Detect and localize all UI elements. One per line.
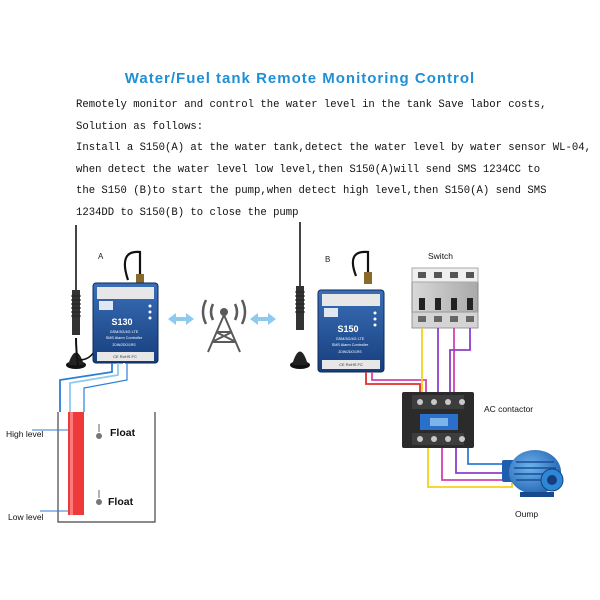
description-line: Solution as follows: <box>76 120 204 133</box>
pump-label: Oump <box>515 509 538 519</box>
contactor-icon: AC contactor <box>402 392 533 448</box>
high-level-label: High level <box>6 429 43 439</box>
device-a: S130 GSM/3G/4G LTE SMS Alarm Controller … <box>66 225 159 369</box>
water-tank: Float Float High level Low level <box>6 363 156 523</box>
contactor-label: AC contactor <box>484 404 533 414</box>
description-line: Install a S150(A) at the water tank,dete… <box>76 142 591 155</box>
breaker-switch: Switch <box>411 251 479 329</box>
device-a-line3: 2DIN/2DO/1RS <box>112 343 136 347</box>
description-line: the S150 (B)to start the pump,when detec… <box>76 185 547 198</box>
device-b: S150 GSM/3G/4G LTE SMS Alarm Controller … <box>290 222 385 373</box>
description-line: Remotely monitor and control the water l… <box>76 99 547 111</box>
device-a-tag: A <box>98 252 104 261</box>
low-level-label: Low level <box>8 512 44 522</box>
description-line: when detect the water level low level,th… <box>76 163 541 176</box>
device-a-line2: SMS Alarm Controller <box>106 336 143 340</box>
device-a-footer: CE RoHS FC <box>113 354 137 359</box>
device-b-model: S150 <box>337 324 358 334</box>
switch-label: Switch <box>428 251 453 261</box>
wiring <box>365 328 513 488</box>
device-b-line1: GSM/3G/4G LTE <box>336 337 365 341</box>
device-a-line1: GSM/3G/4G LTE <box>110 330 139 334</box>
float-bottom-label: Float <box>108 496 134 508</box>
float-top-label: Float <box>110 427 136 439</box>
float-icon <box>96 490 102 505</box>
description: Remotely monitor and control the water l… <box>76 95 591 225</box>
antenna-icon <box>66 225 96 369</box>
device-b-line2: SMS Alarm Controller <box>332 343 369 347</box>
antenna-icon <box>290 222 310 369</box>
description-line: 1234DD to S150(B) to close the pump <box>76 206 299 219</box>
device-b-tag: B <box>325 255 330 264</box>
float-icon <box>96 424 102 439</box>
pump-icon: Oump <box>502 450 564 519</box>
page-title: Water/Fuel tank Remote Monitoring Contro… <box>124 70 476 87</box>
device-b-footer: CE RoHS FC <box>339 362 363 367</box>
signal-link <box>168 299 276 353</box>
signal-tower-icon <box>201 299 247 353</box>
device-a-model: S130 <box>111 317 132 327</box>
device-b-line3: 2DIN/2DO/1RS <box>338 350 362 354</box>
